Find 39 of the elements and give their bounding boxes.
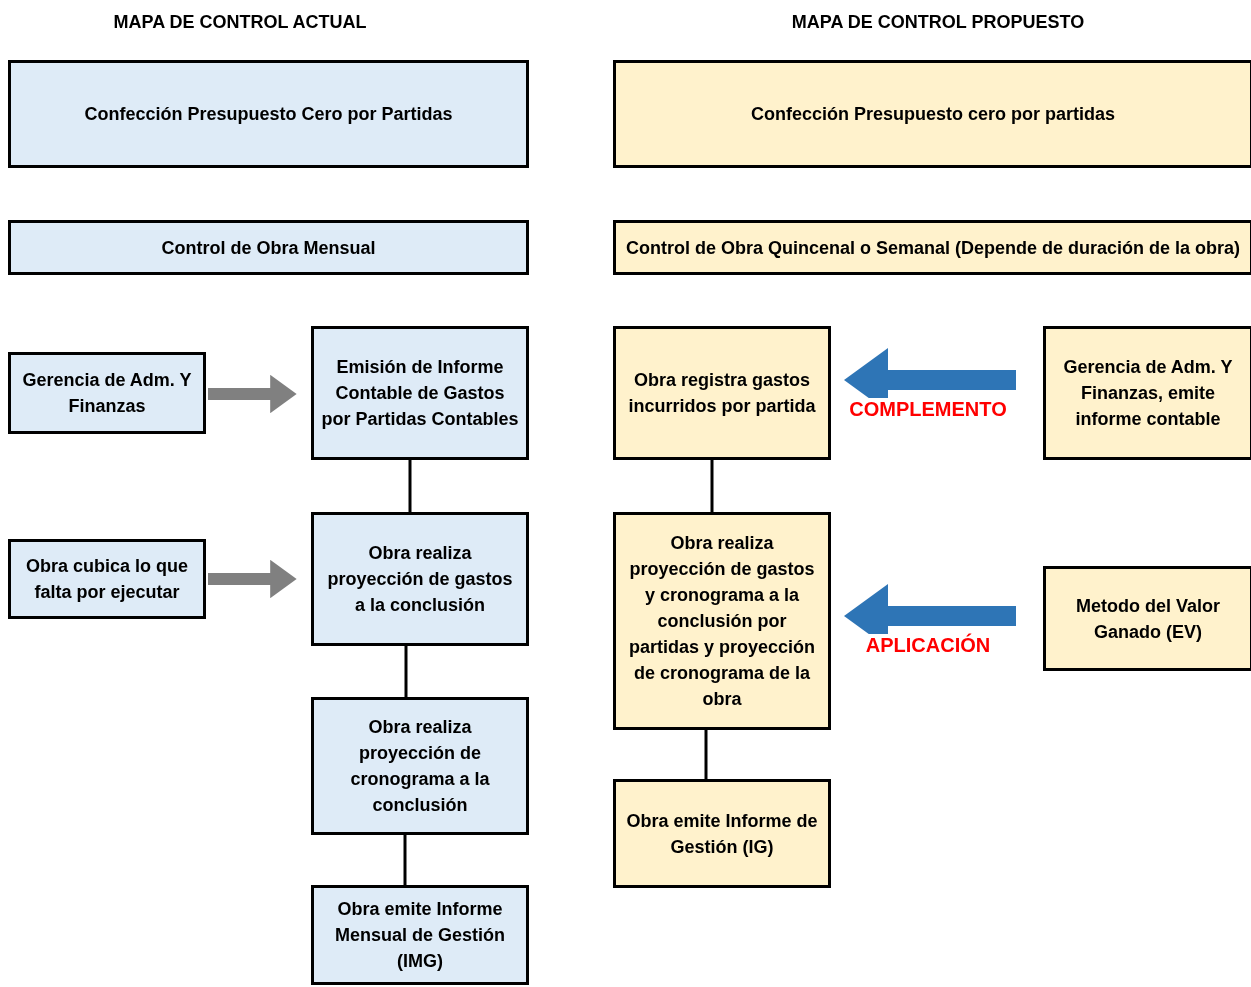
- box-text: Control de Obra Quincenal o Semanal (Depende de duración de la obra): [625, 236, 1241, 260]
- connector-line: [408, 460, 412, 512]
- box-text: Obra emite Informe Mensual de Gestión (IMG): [333, 898, 506, 973]
- box-text: Obra cubica lo que falta por ejecutar: [24, 555, 189, 604]
- process-box: [8, 352, 206, 434]
- box-text: Obra emite Informe de Gestión (IG): [625, 809, 819, 859]
- box-text: Obra registra gastos incurridos por partida: [627, 369, 817, 418]
- process-box: [8, 539, 206, 619]
- box-text: Obra realiza proyección de gastos y cronograma a la conclusión por partidas y proyección de cronograma de la obra: [627, 532, 817, 711]
- process-box: [1043, 566, 1251, 671]
- box-text: Confección Presupuesto Cero por Partidas: [84, 103, 453, 126]
- box-text: Obra realiza proyección de gastos a la conclusión: [326, 542, 514, 617]
- process-box: [8, 220, 529, 275]
- section-heading: MAPA DE CONTROL PROPUESTO: [791, 12, 1085, 33]
- process-box: [613, 512, 831, 730]
- process-box: [613, 220, 1251, 275]
- process-box: [311, 512, 529, 646]
- box-text: Emisión de Informe Contable de Gastos por Partidas Contables: [320, 356, 520, 431]
- box-text: Metodo del Valor Ganado (EV): [1075, 594, 1221, 644]
- process-box: [613, 326, 831, 460]
- box-text: Confección Presupuesto cero por partidas: [750, 103, 1116, 126]
- connector-line: [710, 460, 714, 512]
- section-heading: MAPA DE CONTROL ACTUAL: [113, 12, 367, 33]
- box-text: Gerencia de Adm. Y Finanzas: [21, 369, 193, 418]
- process-box: [8, 60, 529, 168]
- box-text: Obra realiza proyección de cronograma a la conclusión: [349, 716, 491, 817]
- process-box: [1043, 326, 1251, 460]
- connector-line: [704, 730, 708, 779]
- process-box: [613, 60, 1251, 168]
- process-box: [311, 326, 529, 460]
- connector-line: [404, 646, 408, 697]
- process-box: [311, 697, 529, 835]
- process-box: [311, 885, 529, 985]
- block-arrow: [208, 559, 297, 599]
- process-box: [613, 779, 831, 888]
- block-arrow: [208, 374, 297, 414]
- box-text: Control de Obra Mensual: [161, 236, 376, 260]
- connector-line: [403, 835, 407, 885]
- box-text: Gerencia de Adm. Y Finanzas, emite informe contable: [1062, 356, 1234, 431]
